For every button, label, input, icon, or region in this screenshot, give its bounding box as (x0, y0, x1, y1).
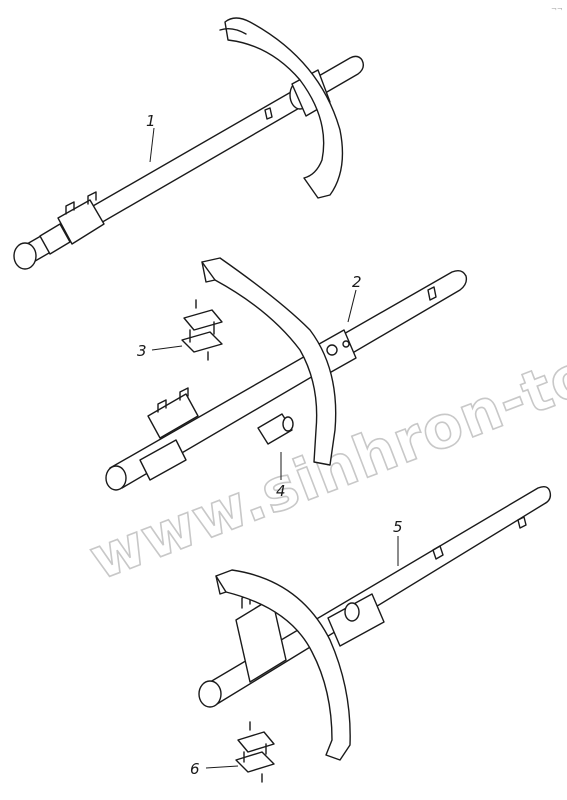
leader-1 (149, 127, 155, 163)
interlock-block-3 (181, 299, 223, 361)
shift-rod-assembly-5 (198, 485, 552, 761)
interlock-block-6 (235, 721, 275, 783)
corner-mark: ¬¬ (551, 5, 563, 13)
callout-2: 2 (352, 273, 362, 291)
callout-4: 4 (276, 482, 286, 500)
leader-2 (347, 289, 357, 323)
callout-3: 3 (137, 342, 147, 360)
callout-6: 6 (190, 760, 200, 778)
shift-rod-assembly-2 (105, 257, 468, 491)
shift-rod-assembly-1 (13, 17, 365, 270)
leader-3 (151, 345, 183, 351)
callout-1: 1 (146, 112, 156, 130)
callout-5: 5 (393, 518, 403, 536)
leader-6 (205, 765, 239, 769)
